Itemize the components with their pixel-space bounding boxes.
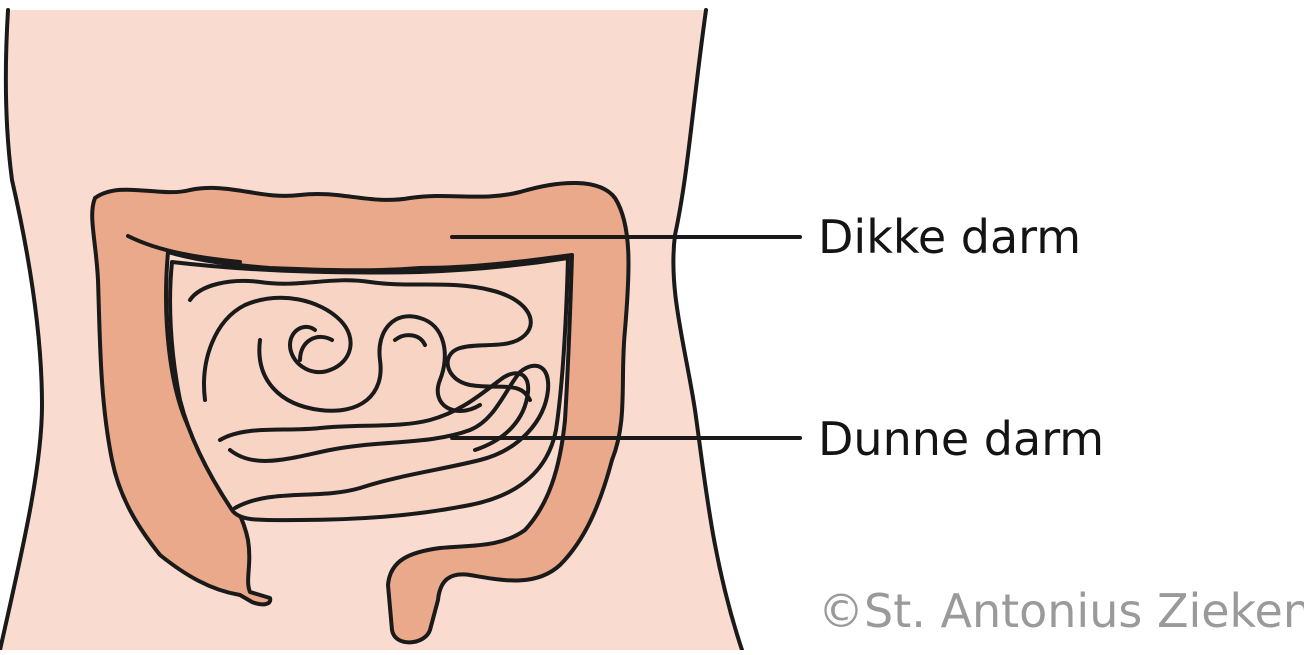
copyright-text: ©St. Antonius Ziekenh	[818, 584, 1304, 638]
label-small-intestine: Dunne darm	[818, 412, 1104, 466]
label-large-intestine: Dikke darm	[818, 210, 1081, 264]
small-intestine	[170, 258, 568, 520]
